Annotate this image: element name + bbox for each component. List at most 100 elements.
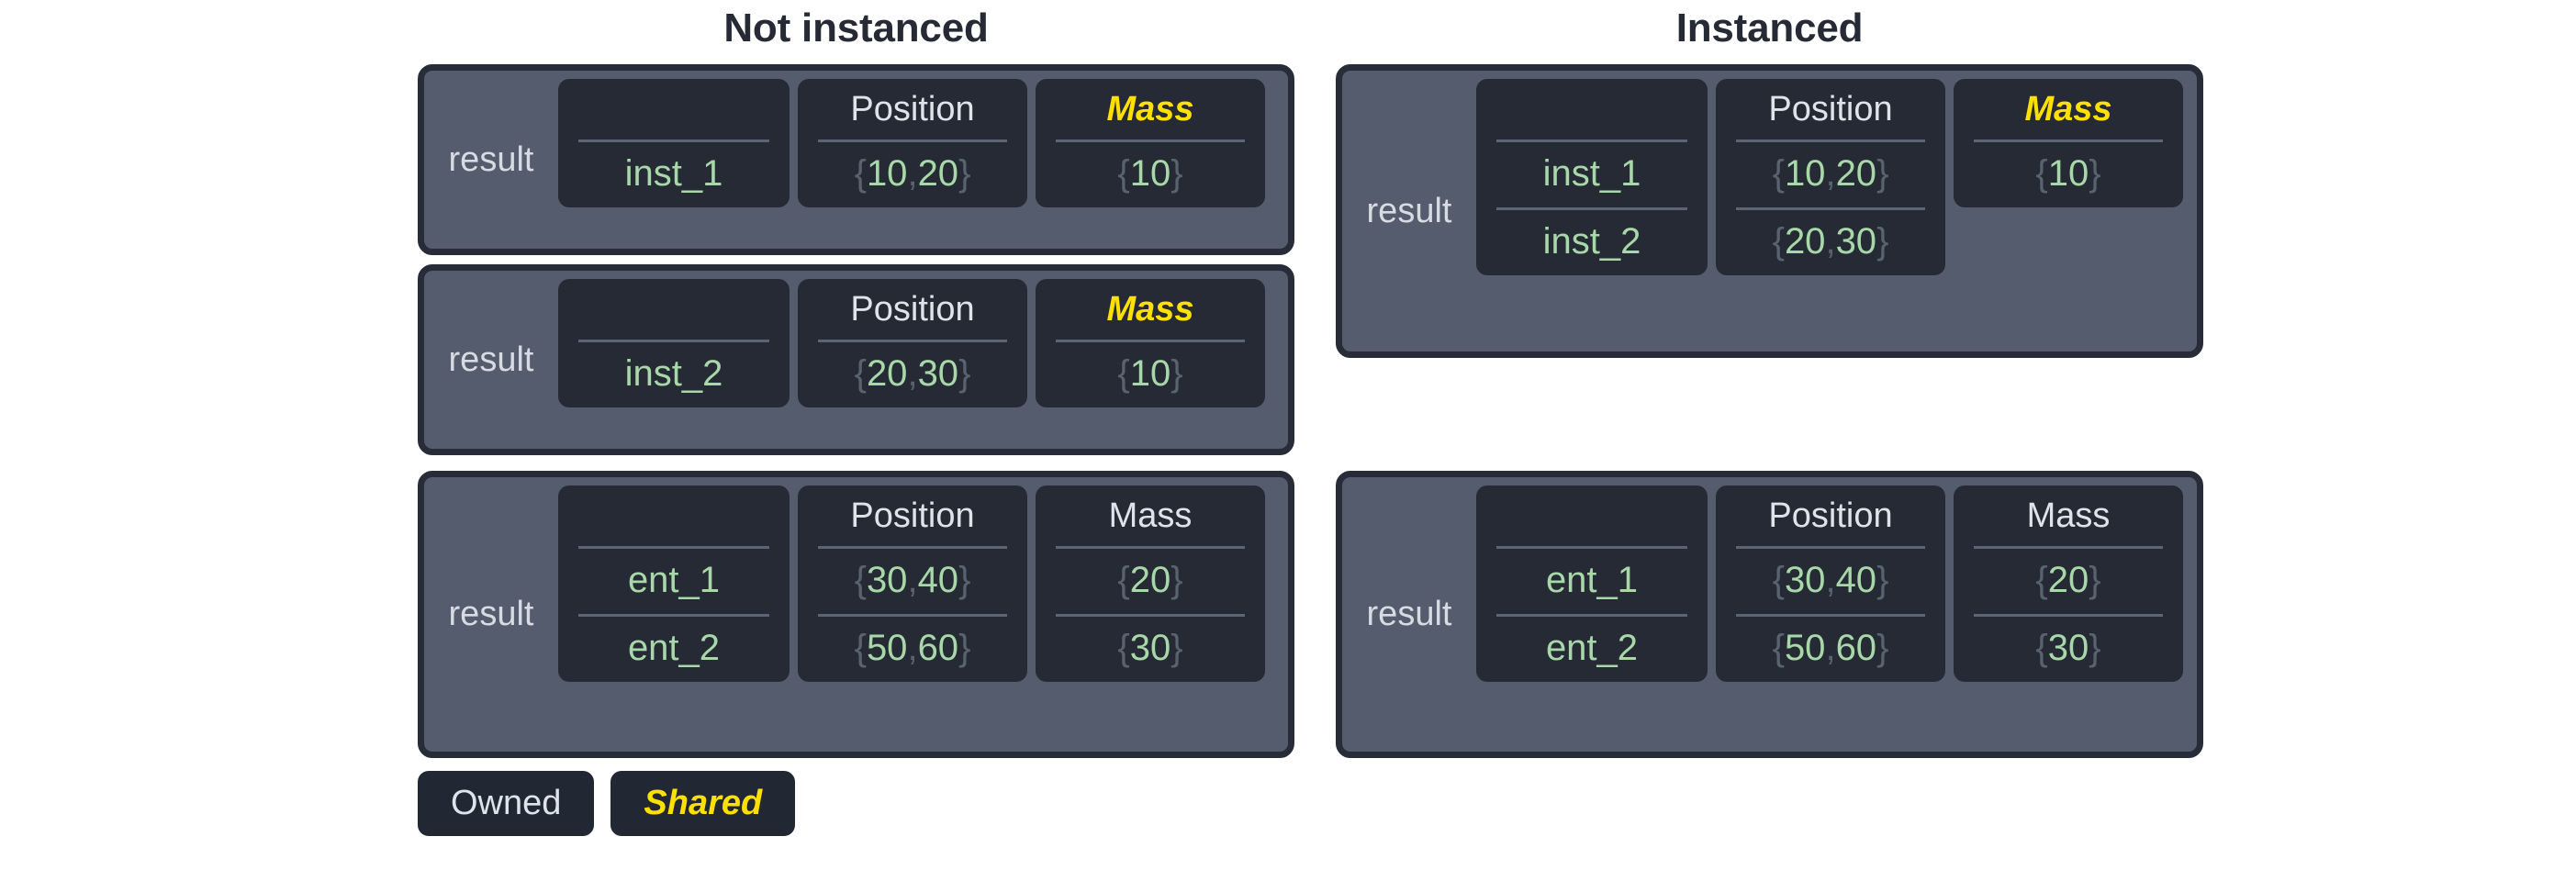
column-mass: Mass {10} <box>1036 79 1265 207</box>
heading-not-instanced: Not instanced <box>723 6 989 50</box>
brace: { <box>1772 220 1785 262</box>
column-position: Position {20, 30} <box>798 279 1027 407</box>
cell-mass: {20} <box>1954 546 2183 614</box>
column-header-position: Position <box>1768 89 1893 128</box>
legend-chip-shared[interactable]: Shared <box>610 771 796 836</box>
cell-mass: {30} <box>1036 614 1265 682</box>
heading-instanced: Instanced <box>1675 6 1864 50</box>
brace: } <box>958 627 971 668</box>
column-header-name <box>558 485 790 546</box>
comma: , <box>1825 220 1836 262</box>
column-position: Position {10, 20}{20, 30} <box>1716 79 1945 275</box>
brace: } <box>1170 152 1183 194</box>
brace: { <box>1117 352 1130 394</box>
brace: { <box>2035 559 2048 600</box>
brace: { <box>1772 152 1785 194</box>
brace: } <box>958 559 971 600</box>
column-header-position: Position <box>850 289 975 329</box>
brace: } <box>1876 559 1889 600</box>
column-position: Position{30, 40}{50, 60} <box>1716 485 1945 682</box>
column-header-position: Position <box>850 496 975 535</box>
brace: } <box>958 152 971 194</box>
column-header-name <box>1476 485 1708 546</box>
column-header-name <box>558 279 790 340</box>
brace: { <box>2035 627 2048 668</box>
cell-position: {30, 40} <box>798 546 1027 614</box>
cell-position: {20, 30} <box>1716 207 1945 275</box>
panel-label-result: result <box>448 340 534 379</box>
cell-position: {30, 40} <box>1716 546 1945 614</box>
column-mass: Mass{20}{30} <box>1954 485 2183 682</box>
cell-name: ent_1 <box>1476 546 1708 614</box>
result-panel: result inst_2 Position {20, 30}Mass{10} <box>418 264 1294 455</box>
cell-name: inst_2 <box>1476 207 1708 275</box>
comma: , <box>1825 559 1836 600</box>
brace: } <box>1876 152 1889 194</box>
column-header-position: Position <box>850 89 975 128</box>
cell-mass: {10} <box>1036 340 1265 407</box>
cell-position: {50, 60} <box>798 614 1027 682</box>
comma: , <box>907 152 918 194</box>
cell-name: inst_1 <box>1476 139 1708 207</box>
brace: { <box>854 152 867 194</box>
cell-position: {50, 60} <box>1716 614 1945 682</box>
column-name: inst_1 <box>558 79 790 207</box>
cell-name: ent_2 <box>1476 614 1708 682</box>
column-header-mass: Mass <box>1106 89 1194 128</box>
comma: , <box>1825 627 1836 668</box>
panel-label-result: result <box>1366 191 1452 230</box>
legend-chip-owned[interactable]: Owned <box>418 771 595 836</box>
brace: { <box>854 559 867 600</box>
brace: { <box>1117 559 1130 600</box>
column-mass: Mass{10} <box>1954 79 2183 207</box>
cell-name: ent_2 <box>558 614 790 682</box>
panel-label-result: result <box>1366 595 1452 633</box>
brace: } <box>1876 627 1889 668</box>
column-header-mass: Mass <box>1108 496 1193 535</box>
brace: } <box>2089 152 2101 194</box>
brace: { <box>1772 627 1785 668</box>
brace: } <box>1876 220 1889 262</box>
brace: { <box>854 352 867 394</box>
cell-name: ent_1 <box>558 546 790 614</box>
comma: , <box>907 352 918 394</box>
panel-label-result: result <box>448 595 534 633</box>
comma: , <box>1825 152 1836 194</box>
column-mass: Mass{10} <box>1036 279 1265 407</box>
column-mass: Mass {20}{30} <box>1036 485 1265 682</box>
brace: { <box>854 627 867 668</box>
cell-name: inst_1 <box>558 139 790 207</box>
column-group: inst_2 Position {20, 30}Mass{10} <box>558 271 1288 449</box>
panel-label-result: result <box>448 139 534 179</box>
brace: } <box>1170 559 1183 600</box>
cell-position: {10, 20} <box>1716 139 1945 207</box>
brace: } <box>1170 627 1183 668</box>
brace: { <box>1772 559 1785 600</box>
brace: { <box>2035 152 2048 194</box>
comma: , <box>907 559 918 600</box>
brace: } <box>1170 352 1183 394</box>
brace: } <box>2089 627 2101 668</box>
brace: { <box>1117 627 1130 668</box>
brace: { <box>1117 152 1130 194</box>
cell-mass: {10} <box>1954 139 2183 207</box>
column-header-mass: Mass <box>2026 496 2111 535</box>
legend: Owned Shared <box>418 771 796 836</box>
brace: } <box>958 352 971 394</box>
brace: } <box>2089 559 2101 600</box>
cell-mass: {20} <box>1036 546 1265 614</box>
column-position: Position{10, 20} <box>798 79 1027 207</box>
comma: , <box>907 627 918 668</box>
cell-mass: {10} <box>1036 139 1265 207</box>
column-name: inst_2 <box>558 279 790 407</box>
cell-position: {20, 30} <box>798 340 1027 407</box>
